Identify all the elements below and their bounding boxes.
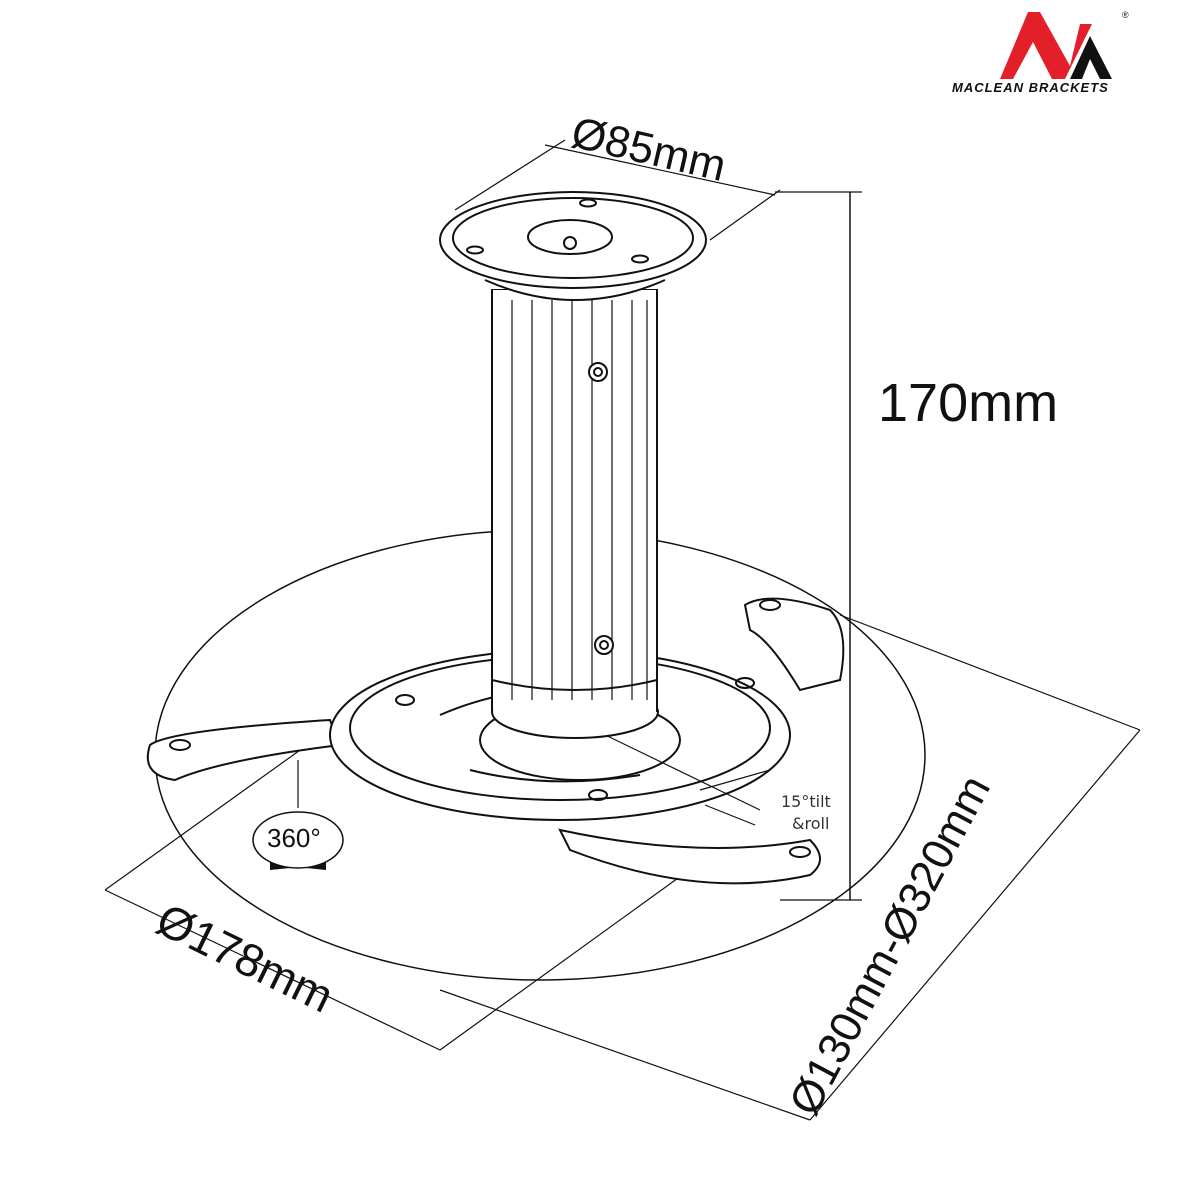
brand-name: MACLEAN BRACKETS [952, 80, 1109, 95]
brand-logo-icon: ® [1000, 10, 1129, 79]
tilt-label-line2: &roll [792, 814, 830, 833]
svg-text:®: ® [1122, 10, 1129, 20]
height-label: 170mm [878, 373, 1059, 433]
tilt-label-line1: 15°tilt [781, 792, 831, 811]
rotation-label: 360° [267, 823, 321, 853]
